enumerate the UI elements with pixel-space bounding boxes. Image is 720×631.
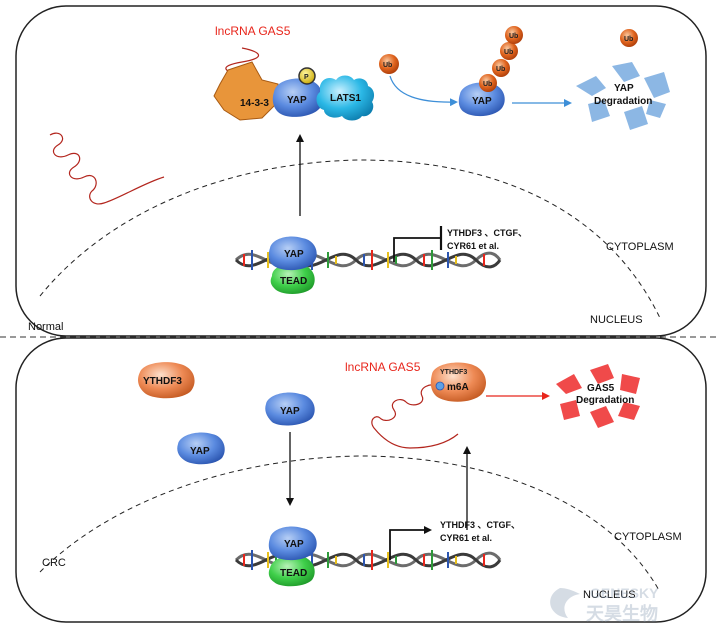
lats1-label: LATS1 <box>330 93 361 104</box>
yap-label-complex: YAP <box>287 95 307 106</box>
cell-membrane-normal <box>15 5 707 337</box>
gas5-degradation-label-2: Degradation <box>576 395 634 406</box>
ub-chain-1 <box>479 74 497 92</box>
ythdf3-free-label: YTHDF3 <box>143 376 182 387</box>
phosphate-badge <box>298 67 316 85</box>
ub-chain-4 <box>505 26 523 44</box>
ubiquitination-arrow <box>389 75 458 107</box>
lncrna-gas5-label-normal: lncRNA GAS5 <box>215 24 291 38</box>
yap-ubiquitinated-label: YAP <box>472 96 492 107</box>
svg-text:天昊生物: 天昊生物 <box>586 603 658 625</box>
tead-label-crc: TEAD <box>280 568 307 579</box>
tead-normal <box>270 263 315 294</box>
ub-chain-4-label: Ub <box>509 33 518 40</box>
yap-degradation-fragments <box>576 62 670 130</box>
yap-nuclear-crc <box>268 526 317 561</box>
repression-promoter-normal <box>393 237 440 262</box>
yap-free-crc-2 <box>177 432 225 465</box>
yap-nuclear-normal <box>268 236 317 271</box>
crc-label: CRC <box>42 557 66 569</box>
ub-chain-2 <box>492 59 510 77</box>
activation-promoter-crc <box>389 526 432 560</box>
ub-free <box>379 54 399 74</box>
ub-degraded-label: Ub <box>624 36 633 43</box>
ythdf3-free <box>138 362 195 399</box>
tead-crc <box>268 555 315 587</box>
m6a-label: m6A <box>447 382 469 393</box>
yap-ubiquitinated <box>458 82 505 117</box>
target-genes-crc-1: YTHDF3 、CTGF、 <box>440 520 520 530</box>
normal-label: Normal <box>28 321 63 333</box>
yap-free-crc-1 <box>265 392 315 426</box>
tead-label-normal: TEAD <box>280 276 307 287</box>
ub-chain-3 <box>500 42 518 60</box>
nuclear-envelope-crc <box>39 455 661 593</box>
ub-chain-3-label: Ub <box>504 49 513 56</box>
svg-text:GENESKY: GENESKY <box>590 585 659 601</box>
lncrna-gas5-free-normal <box>49 132 165 205</box>
yap-degradation-label-2: Degradation <box>594 96 652 107</box>
lats1-protein <box>316 75 375 121</box>
cell-membrane-crc <box>15 337 707 623</box>
m6a-mark <box>435 381 445 391</box>
cytoplasm-label-crc: CYTOPLASM <box>614 531 682 543</box>
protein-14-3-3 <box>213 61 279 121</box>
lncrna-gas5-label-crc: lncRNA GAS5 <box>345 360 421 374</box>
lncrna-gas5-crc <box>371 384 459 449</box>
ub-chain-1-label: Ub <box>483 81 492 88</box>
ub-free-label: Ub <box>383 62 392 69</box>
nucleus-label-normal: NUCLEUS <box>590 314 643 326</box>
gas5-degradation-label-1: GAS5 <box>587 383 615 394</box>
yap-free-crc-2-label: YAP <box>190 446 210 457</box>
yap-label-nuclear-crc: YAP <box>284 539 304 550</box>
ythdf3-bound-label: YTHDF3 <box>440 369 467 376</box>
yap-free-crc-1-label: YAP <box>280 406 300 417</box>
gas5-degradation-fragments <box>556 364 640 428</box>
yap-label-nuclear-normal: YAP <box>284 249 304 260</box>
yap-complex-normal <box>272 78 323 117</box>
ythdf3-bound <box>430 362 486 402</box>
target-genes-crc-2: CYR61 et al. <box>440 533 492 543</box>
target-genes-normal-1: YTHDF3 、CTGF、 <box>447 228 527 238</box>
phosphate-label: P <box>304 74 309 81</box>
ub-chain-2-label: Ub <box>496 66 505 73</box>
watermark-logo: GENESKY 天昊生物 <box>550 585 659 625</box>
cytoplasm-label-normal: CYTOPLASM <box>606 241 674 253</box>
yap-degradation-label-1: YAP <box>614 83 634 94</box>
nucleus-label-crc: NUCLEUS <box>583 589 636 601</box>
target-genes-normal-2: CYR61 et al. <box>447 241 499 251</box>
nuclear-envelope-normal <box>39 159 661 319</box>
protein-14-3-3-label: 14-3-3 <box>240 98 269 109</box>
ub-degraded <box>620 29 638 47</box>
